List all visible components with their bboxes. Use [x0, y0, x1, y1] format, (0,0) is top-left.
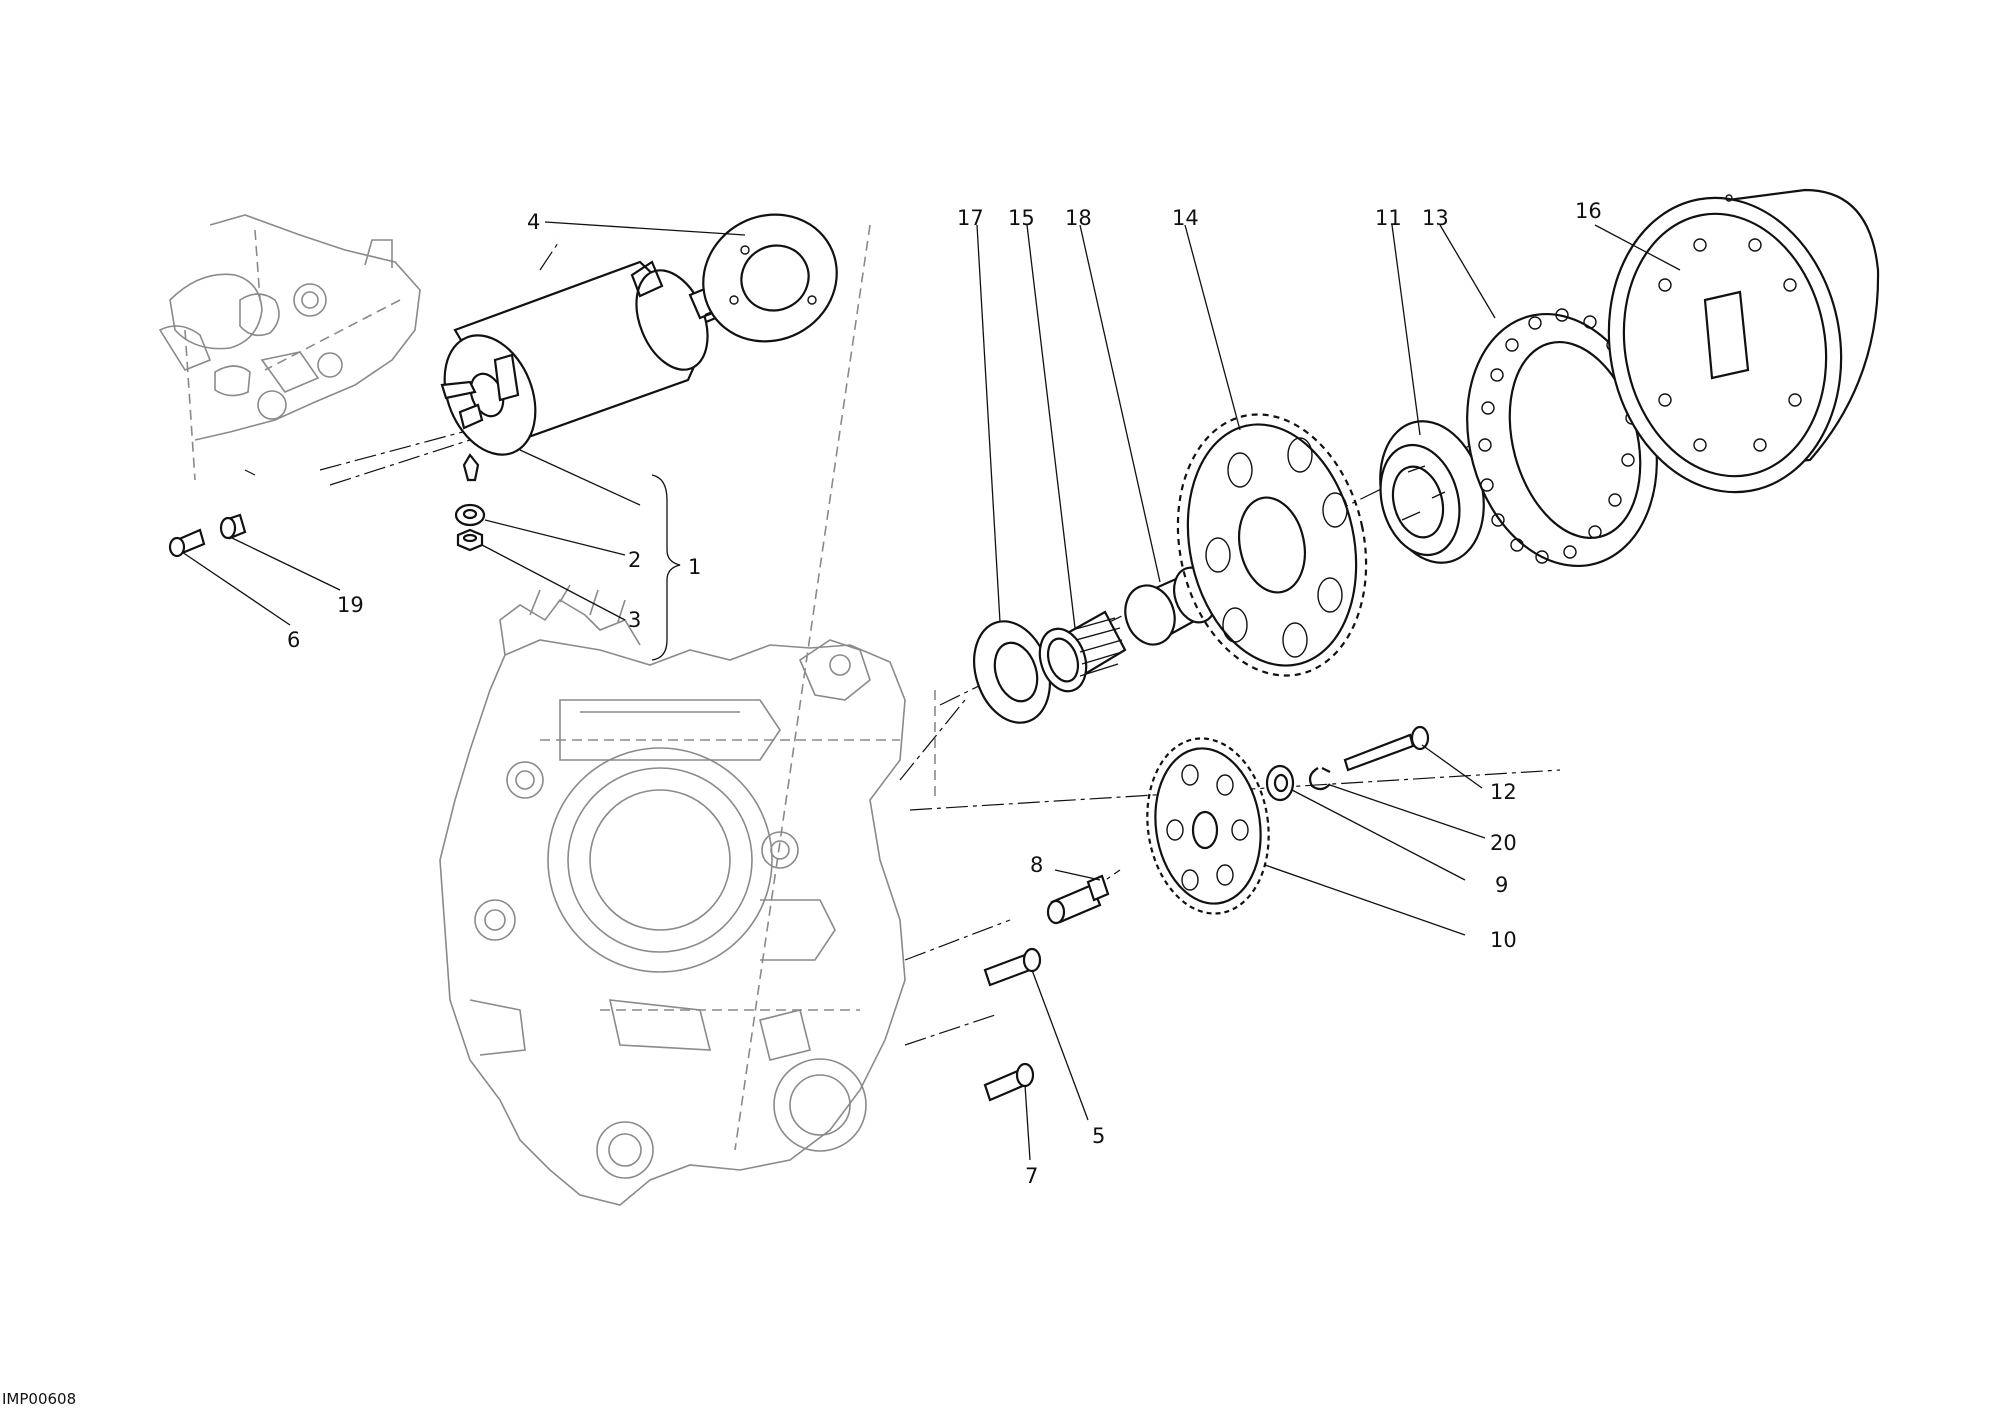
- bolt-part-6: [168, 528, 206, 558]
- callout-19: 19: [337, 593, 364, 617]
- callout-11: 11: [1375, 206, 1402, 230]
- leader-lines: [181, 221, 1681, 1161]
- thrust-washer-part-17: [973, 620, 1051, 724]
- callout-13: 13: [1422, 206, 1449, 230]
- callout-10: 10: [1490, 928, 1517, 952]
- callout-8: 8: [1030, 853, 1043, 877]
- roller-cage-part-13: [1466, 308, 1658, 568]
- freewheel-hub-part-11: [1379, 420, 1485, 564]
- callout-4: 4: [527, 210, 540, 234]
- small-gear-part-10: [1146, 737, 1270, 915]
- starter-motor: [440, 260, 724, 482]
- callout-12: 12: [1490, 780, 1517, 804]
- drawing-code: IMP00608: [2, 1390, 76, 1408]
- circlip-part-20: [1308, 767, 1331, 791]
- callout-3: 3: [628, 608, 641, 632]
- callout-5: 5: [1092, 1124, 1105, 1148]
- callout-17: 17: [957, 206, 984, 230]
- nut-part-3: [456, 528, 484, 552]
- callout-1: 1: [688, 555, 701, 579]
- callout-18: 18: [1065, 206, 1092, 230]
- spacer-sleeve-part-18: [1124, 566, 1217, 646]
- gasket-ring-part-4: [702, 213, 838, 343]
- callout-9: 9: [1495, 873, 1508, 897]
- callout-14: 14: [1172, 206, 1199, 230]
- long-bolt-part-12: [1343, 725, 1430, 772]
- callout-labels: 1 2 3 4 5 6 7 8 9 10 11 12 13 14 15 16 1…: [287, 199, 1602, 1188]
- crankcase-main-ghost: [439, 224, 936, 1206]
- bushing-part-19: [219, 513, 247, 540]
- flywheel-part-16: [1607, 188, 1880, 494]
- callout-2: 2: [628, 548, 641, 572]
- callout-7: 7: [1025, 1164, 1038, 1188]
- crankcase-upper-ghost: [158, 214, 421, 481]
- washer-part-2: [454, 503, 486, 527]
- large-gear-part-14: [1176, 413, 1368, 677]
- callout-16: 16: [1575, 199, 1602, 223]
- callout-20: 20: [1490, 831, 1517, 855]
- needle-bearing-part-15: [1038, 610, 1127, 693]
- callout-6: 6: [287, 628, 300, 652]
- shaft-pin-part-8: [1046, 874, 1110, 925]
- callout-15: 15: [1008, 206, 1035, 230]
- bolt-part-5: [983, 947, 1042, 987]
- washer-part-9: [1265, 764, 1295, 802]
